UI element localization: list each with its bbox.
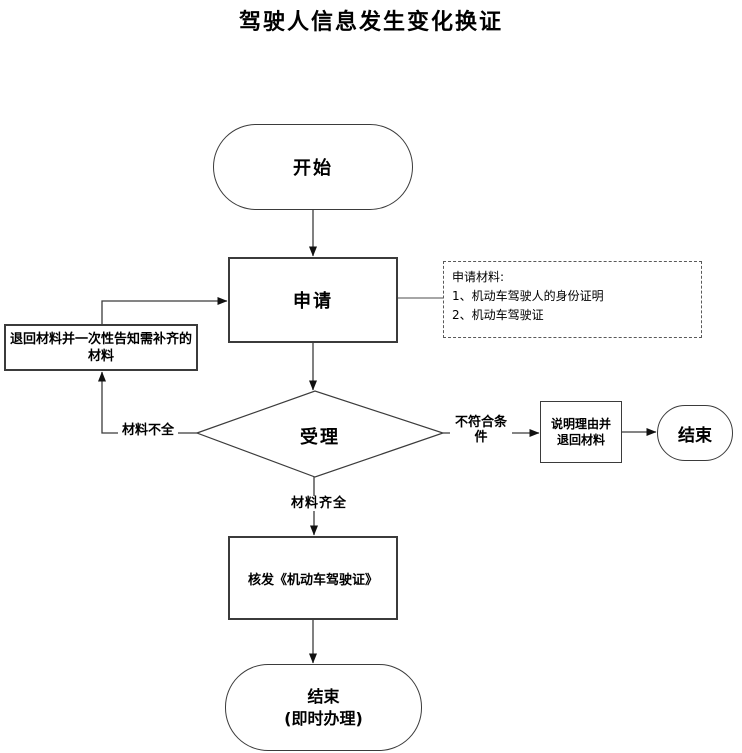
edge-label-materials-incomplete: 材料不全 — [118, 423, 178, 438]
explain-return-line: 退回材料 — [556, 433, 605, 447]
materials-note-line: 1、机动车驾驶人的身份证明 — [452, 289, 604, 303]
review-decision-diamond — [195, 390, 445, 478]
end-bottom-node: 结束 (即时办理) — [225, 664, 422, 751]
review-node: 受理 — [270, 423, 370, 449]
start-node: 开始 — [213, 124, 413, 210]
end-bottom-line: 结束 — [307, 686, 340, 706]
return-materials-label: 退回材料并一次性告知需补齐的材料 — [9, 331, 192, 364]
materials-note-line: 2、机动车驾驶证 — [452, 308, 544, 322]
end-right-label: 结束 — [678, 425, 712, 446]
end-bottom-line: (即时办理) — [284, 708, 363, 728]
materials-note-line: 申请材料: — [452, 270, 505, 284]
edge-label-not-meet-conditions: 不符合条件 — [450, 415, 512, 445]
issue-license-node: 核发《机动车驾驶证》 — [228, 536, 398, 620]
apply-node-label: 申请 — [293, 291, 333, 312]
issue-license-label: 核发《机动车驾驶证》 — [247, 572, 378, 588]
materials-note: 申请材料: 1、机动车驾驶人的身份证明 2、机动车驾驶证 — [443, 261, 702, 338]
end-right-node: 结束 — [657, 405, 733, 461]
explain-return-line: 说明理由并 — [550, 417, 611, 431]
apply-node: 申请 — [228, 257, 398, 343]
return-materials-node: 退回材料并一次性告知需补齐的材料 — [4, 324, 198, 371]
review-node-label: 受理 — [300, 427, 340, 448]
edge-return-materials-to-apply — [101, 297, 228, 324]
edge-label-materials-complete: 材料齐全 — [286, 496, 352, 511]
explain-return-node: 说明理由并 退回材料 — [540, 401, 622, 463]
page-title: 驾驶人信息发生变化换证 — [238, 10, 503, 35]
start-node-label: 开始 — [293, 158, 333, 179]
